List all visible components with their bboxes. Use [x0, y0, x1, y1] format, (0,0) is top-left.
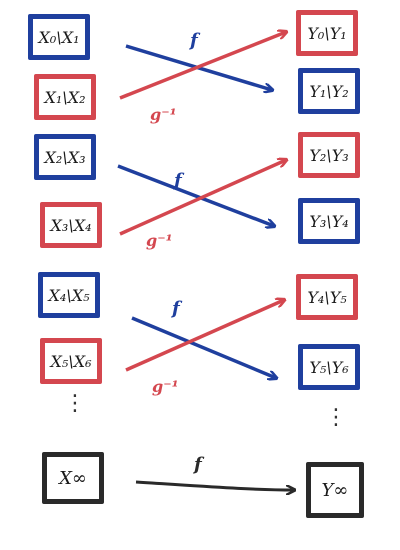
label-f-3: f: [170, 298, 183, 319]
label-f-2: f: [172, 170, 185, 191]
right-box-0: Y₀\Y₁: [296, 10, 358, 56]
arrow-f-3: [131, 316, 276, 378]
label-ginv-3: g⁻¹: [152, 377, 179, 396]
left-box-0: X₀\X₁: [28, 14, 90, 60]
right-box-1: Y₁\Y₂: [298, 68, 360, 114]
arrow-f-infinity: [135, 480, 294, 490]
left-box-1: X₁\X₂: [34, 74, 96, 120]
arrow-ginv-2: [119, 160, 286, 236]
right-box-5: Y₅\Y₆: [298, 344, 360, 390]
label-ginv-2: g⁻¹: [146, 231, 173, 250]
right-box-4: Y₄\Y₅: [296, 274, 358, 320]
left-box-5: X₅\X₆: [40, 338, 102, 384]
label-ginv-1: g⁻¹: [150, 105, 177, 124]
left-box-2: X₂\X₃: [34, 134, 96, 180]
arrow-ginv-3: [125, 300, 284, 372]
x-infinity-box: X∞: [42, 452, 104, 504]
right-box-3: Y₃\Y₄: [298, 198, 360, 244]
label-f-infinity: f: [192, 454, 205, 475]
left-box-4: X₄\X₅: [38, 272, 100, 318]
arrow-f-2: [117, 164, 274, 226]
left-box-3: X₃\X₄: [40, 202, 102, 248]
label-f-1: f: [188, 30, 201, 51]
y-infinity-box: Y∞: [306, 462, 364, 518]
arrow-ginv-1: [119, 32, 286, 100]
right-box-2: Y₂\Y₃: [298, 132, 360, 178]
